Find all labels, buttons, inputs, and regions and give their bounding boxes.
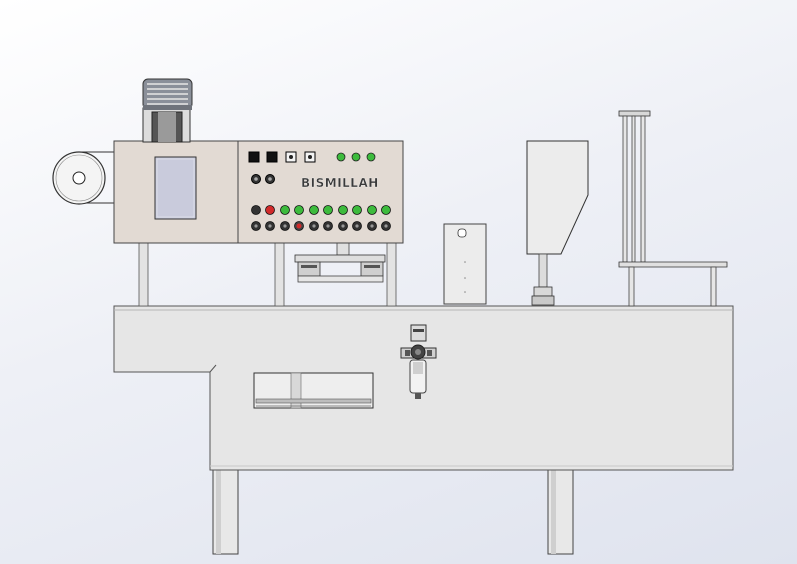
dark-knob-center-icon: [355, 224, 359, 228]
dark-knob-center-icon: [384, 224, 388, 228]
filling-hopper: [526, 140, 589, 306]
green-lamp-icon: [323, 205, 333, 215]
indicator-lights: [248, 151, 391, 231]
green-lamp-icon: [351, 152, 361, 162]
green-lamp-icon: [280, 205, 290, 215]
green-lamp-icon: [367, 205, 377, 215]
selector-switch-icon: [266, 151, 278, 163]
control-cabinet: [113, 140, 239, 244]
sealing-mechanism: [294, 242, 386, 283]
dark-knob-center-icon: [312, 224, 316, 228]
cup-dispenser: [618, 110, 728, 307]
access-hatch: [253, 372, 374, 409]
drive-motor: [142, 78, 193, 143]
film-roll: [52, 151, 116, 205]
dark-knob-center-icon: [370, 224, 374, 228]
guide-plate: [443, 223, 487, 305]
selector-switch-icon: [248, 151, 260, 163]
dark-knob-icon: [251, 205, 261, 215]
green-lamp-icon: [381, 205, 391, 215]
rotary-knob-center-icon: [268, 177, 272, 181]
green-lamp-icon: [336, 152, 346, 162]
green-lamp-icon: [338, 205, 348, 215]
air-filter-regulator: [400, 324, 437, 399]
push-button-dot-icon: [289, 155, 293, 159]
green-lamp-icon: [309, 205, 319, 215]
dark-knob-center-icon: [283, 224, 287, 228]
dark-knob-center-icon: [268, 224, 272, 228]
green-lamp-icon: [294, 205, 304, 215]
operator-panel: [237, 140, 404, 244]
dark-knob-center-icon: [254, 224, 258, 228]
red-lamp-icon: [265, 205, 275, 215]
dark-knob-center-icon: [341, 224, 345, 228]
rotary-knob-center-icon: [254, 177, 258, 181]
push-button-dot-icon: [308, 155, 312, 159]
panel-brand-label: BISMILLAH: [301, 176, 379, 190]
green-lamp-icon: [352, 205, 362, 215]
emergency-stop-center-icon: [296, 223, 302, 229]
machine-legs: [212, 469, 574, 555]
dark-knob-center-icon: [326, 224, 330, 228]
support-posts: [138, 242, 397, 307]
green-lamp-icon: [366, 152, 376, 162]
